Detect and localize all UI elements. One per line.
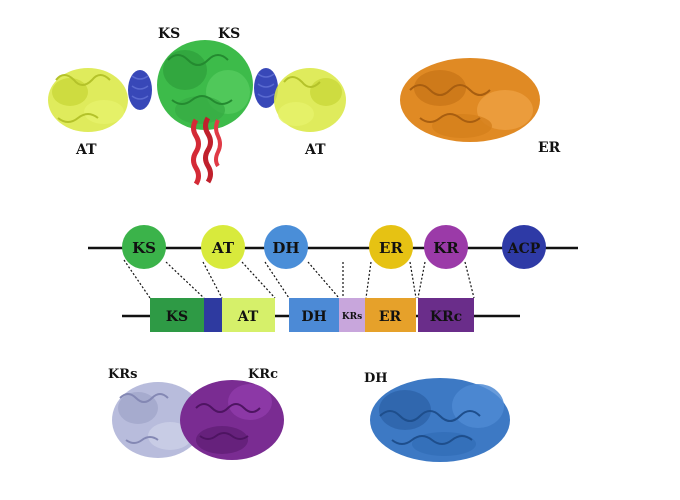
box-linker bbox=[204, 298, 222, 332]
er-structure bbox=[400, 58, 540, 142]
circle-dh: DH bbox=[264, 225, 308, 269]
dh-structure-label: DH bbox=[364, 371, 388, 386]
at-left-structure bbox=[48, 68, 128, 132]
domain-circles: KS AT DH ER KR ACP bbox=[122, 225, 546, 269]
kr-structure bbox=[112, 380, 284, 460]
box-er: ER bbox=[365, 298, 416, 332]
docking-helix-structure bbox=[191, 116, 222, 186]
box-krs: KRs bbox=[339, 298, 365, 332]
box-at-label: AT bbox=[237, 309, 259, 325]
box-er-label: ER bbox=[379, 309, 402, 325]
domain-connectors bbox=[123, 259, 475, 299]
box-at: AT bbox=[222, 298, 275, 332]
at-right-structure bbox=[274, 68, 346, 132]
linker-right-structure bbox=[254, 68, 278, 108]
krc-structure-label: KRc bbox=[248, 367, 278, 382]
circle-at: AT bbox=[201, 225, 245, 269]
circle-at-label: AT bbox=[211, 239, 235, 257]
circle-ks: KS bbox=[122, 225, 166, 269]
box-krc-label: KRc bbox=[430, 309, 462, 325]
box-ks-label: KS bbox=[166, 309, 188, 325]
circle-acp-label: ACP bbox=[507, 241, 541, 257]
krs-subdomain-structure bbox=[112, 382, 204, 458]
box-krs-label: KRs bbox=[342, 312, 362, 322]
circle-er: ER bbox=[369, 225, 413, 269]
krc-subdomain-structure bbox=[180, 380, 284, 460]
box-dh: DH bbox=[289, 298, 339, 332]
circle-kr: KR bbox=[424, 225, 468, 269]
box-dh-label: DH bbox=[301, 309, 326, 325]
er-structure-label: ER bbox=[538, 140, 561, 156]
box-krc: KRc bbox=[418, 298, 474, 332]
ks-dimer-structure bbox=[157, 40, 253, 130]
circle-er-label: ER bbox=[379, 239, 403, 257]
ks-left-label: KS bbox=[158, 26, 180, 42]
at-right-label: AT bbox=[304, 142, 326, 158]
box-ks: KS bbox=[150, 298, 204, 332]
krs-structure-label: KRs bbox=[108, 367, 137, 382]
circle-kr-label: KR bbox=[433, 239, 459, 257]
dh-structure bbox=[370, 378, 510, 462]
linker-left-structure bbox=[128, 70, 152, 110]
domain-boxes: KS AT DH KRs ER KRc bbox=[150, 298, 474, 332]
ks-right-label: KS bbox=[218, 26, 240, 42]
circle-acp: ACP bbox=[502, 225, 546, 269]
ks-at-dimer-structure bbox=[48, 40, 346, 186]
circle-ks-label: KS bbox=[132, 239, 156, 257]
circle-dh-label: DH bbox=[272, 239, 299, 257]
at-left-label: AT bbox=[75, 142, 97, 158]
